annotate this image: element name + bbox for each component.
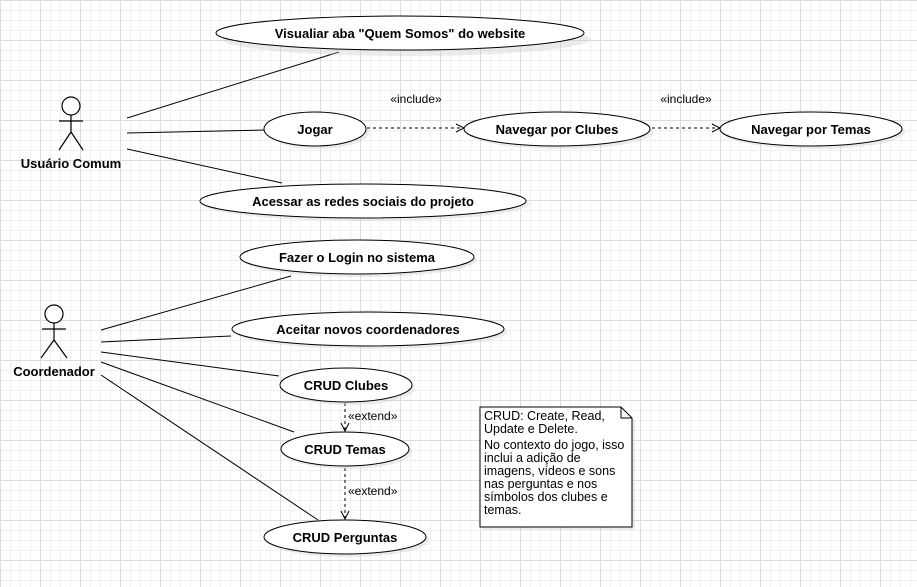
- note-line-1: CRUD: Create, Read, Update e Delete.: [484, 409, 605, 436]
- actor-usuario-comum[interactable]: Usuário Comum: [21, 96, 121, 171]
- use-case-aceitar[interactable]: Aceitar novos coordenadores: [231, 311, 507, 349]
- use-case-label: CRUD Perguntas: [293, 530, 398, 545]
- use-case-crud-temas[interactable]: CRUD Temas: [280, 431, 412, 469]
- association-usuario-redes: [126, 148, 283, 184]
- note-line-2: No contexto do jogo, isso inclui a adiçã…: [484, 438, 625, 517]
- association-coord-aceitar: [100, 335, 232, 343]
- use-case-redes-sociais[interactable]: Acessar as redes sociais do projeto: [199, 183, 529, 221]
- association-coord-login: [100, 275, 292, 331]
- association-usuario-quem-somos: [126, 51, 340, 119]
- association-coord-crud-perguntas: [100, 374, 319, 521]
- extend-label-2: «extend»: [348, 484, 398, 498]
- association-coord-crud-temas: [100, 361, 295, 433]
- association-coord-crud-clubes: [100, 351, 280, 377]
- use-case-jogar[interactable]: Jogar: [263, 111, 369, 149]
- use-case-label: CRUD Temas: [304, 442, 385, 457]
- include-label-2: «include»: [660, 92, 712, 106]
- association-usuario-jogar: [126, 129, 265, 134]
- use-case-label: Fazer o Login no sistema: [279, 250, 436, 265]
- use-case-label: Acessar as redes sociais do projeto: [252, 194, 474, 209]
- use-case-label: Aceitar novos coordenadores: [276, 322, 460, 337]
- use-case-navegar-temas[interactable]: Navegar por Temas: [719, 111, 905, 149]
- use-case-label: Navegar por Temas: [751, 122, 871, 137]
- use-case-label: Navegar por Clubes: [496, 122, 619, 137]
- use-case-quem-somos[interactable]: Visualiar aba "Quem Somos" do website: [215, 15, 590, 56]
- extend-label-1: «extend»: [348, 409, 398, 423]
- use-case-crud-clubes[interactable]: CRUD Clubes: [279, 367, 415, 405]
- use-case-navegar-clubes[interactable]: Navegar por Clubes: [463, 111, 653, 149]
- use-case-label: Visualiar aba "Quem Somos" do website: [275, 26, 526, 41]
- use-case-label: Jogar: [297, 122, 332, 137]
- use-case-login[interactable]: Fazer o Login no sistema: [239, 239, 477, 277]
- use-case-label: CRUD Clubes: [304, 378, 389, 393]
- actor-coordenador[interactable]: Coordenador: [13, 304, 95, 379]
- include-label-1: «include»: [390, 92, 442, 106]
- actor-label-coordenador: Coordenador: [13, 364, 95, 379]
- actor-label-usuario: Usuário Comum: [21, 156, 121, 171]
- note-shape: [479, 406, 635, 530]
- crud-note: CRUD: Create, Read, Update e Delete. No …: [480, 407, 632, 527]
- use-case-crud-perguntas[interactable]: CRUD Perguntas: [263, 519, 429, 557]
